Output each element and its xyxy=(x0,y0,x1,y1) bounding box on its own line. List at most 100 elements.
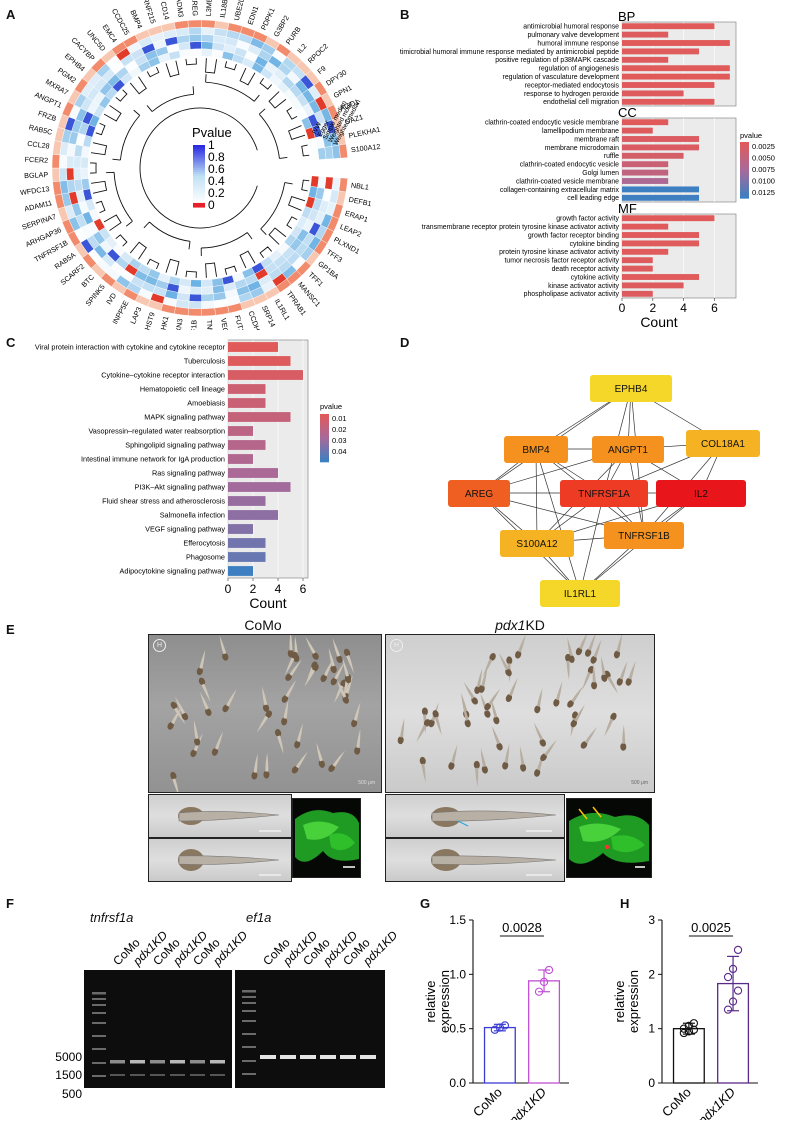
go-term-label: clathrin-coated endocytic vesicle membra… xyxy=(485,120,619,127)
heatmap-cell xyxy=(188,293,202,302)
gene-label: CHST9 xyxy=(141,311,157,330)
como-fluorescence-image xyxy=(292,798,361,878)
larva xyxy=(620,724,627,751)
heatmap-cell xyxy=(201,19,216,29)
gel-gene-label-2: ef1a xyxy=(246,910,272,925)
legend-tick: 0.4 xyxy=(208,174,225,188)
legend-color-step xyxy=(320,454,329,457)
legend-color-step xyxy=(740,180,749,183)
node-label: COL18A1 xyxy=(701,439,745,450)
larva xyxy=(170,701,186,725)
gene-label: BTC xyxy=(79,273,96,290)
go-bar xyxy=(622,90,684,97)
y-tick-label: 0.0 xyxy=(449,1076,466,1090)
legend-color-step xyxy=(193,205,205,208)
gel-gene-label-1: tnfrsf1a xyxy=(90,910,134,925)
larva xyxy=(281,699,289,726)
go-term-label: cytokine binding xyxy=(570,241,620,248)
network-node xyxy=(560,480,648,507)
legend-color-step xyxy=(740,166,749,170)
legend-color-step xyxy=(193,194,205,198)
legend-title: pvalue xyxy=(320,402,342,411)
heatmap-cell xyxy=(187,308,202,317)
x-tick-label: 2 xyxy=(250,582,257,596)
pdx1kd-fluorescence-image xyxy=(566,798,652,878)
sample-band xyxy=(130,1060,145,1064)
kegg-enrichment-chart: Viral protein interaction with cytokine … xyxy=(35,339,347,611)
marker-label: 1500 xyxy=(55,1068,82,1082)
data-point xyxy=(490,1025,500,1034)
legend-color-step xyxy=(740,162,749,165)
larva xyxy=(484,688,501,711)
go-term-label: regulation of angiogenesis xyxy=(539,66,620,73)
node-label: IL2 xyxy=(694,489,708,500)
kegg-bar xyxy=(228,524,253,534)
legend-color-step xyxy=(193,200,205,204)
gene-label: FCER2 xyxy=(24,155,48,165)
node-label: ANGPT1 xyxy=(608,445,648,456)
legend-color-step xyxy=(320,446,329,449)
go-term-label: clathrin-coated endocytic vesicle xyxy=(520,162,619,169)
panel-label-d: D xyxy=(400,335,410,350)
go-term-label: antimicrobial humoral immune response me… xyxy=(400,49,619,56)
y-axis-label: relative xyxy=(612,981,627,1023)
legend-title: pvalue xyxy=(740,131,762,140)
ladder-band xyxy=(242,996,256,998)
network-node xyxy=(590,375,672,402)
heatmap-cell xyxy=(201,279,213,288)
y-tick-label: 0 xyxy=(648,1076,655,1090)
legend-color-step xyxy=(193,145,205,148)
kegg-bar xyxy=(228,510,278,520)
larva xyxy=(491,725,503,751)
network-node xyxy=(540,580,620,607)
legend-tick: 1 xyxy=(208,138,215,152)
larva xyxy=(251,753,258,780)
kegg-bar xyxy=(228,370,303,380)
gene-label: VEGFA xyxy=(219,317,232,330)
scale-bar-label: 500 μm xyxy=(631,780,648,786)
ladder-band xyxy=(242,1010,256,1012)
go-bar xyxy=(622,82,715,88)
ladder-band xyxy=(92,1022,106,1024)
heatmap-cell xyxy=(310,175,320,188)
gene-label: L3MBTL2 xyxy=(204,0,215,16)
p-value-label: 0.0028 xyxy=(502,920,542,935)
x-tick-label: 4 xyxy=(275,582,282,596)
legend-tick: 0.0125 xyxy=(752,188,775,197)
heatmap-cell xyxy=(201,286,214,295)
larva xyxy=(432,710,442,736)
pathway-label: Intestinal immune network for IgA produc… xyxy=(81,455,225,464)
gene-label: FUT3 xyxy=(233,314,246,330)
go-term-label: transmembrane receptor protein tyrosine … xyxy=(422,224,620,231)
go-bar xyxy=(622,31,669,38)
go-term-label: growth factor receptor binding xyxy=(528,232,619,239)
stage-badge: H xyxy=(153,639,166,652)
go-term-label: phospholipase activator activity xyxy=(524,291,620,298)
go-term-label: Golgi lumen xyxy=(582,170,619,177)
larva xyxy=(193,719,201,746)
kegg-bar xyxy=(228,412,291,422)
y-axis-label: expression xyxy=(437,970,452,1033)
go-bar xyxy=(622,48,700,55)
larva xyxy=(601,656,608,682)
gene-label: ADAM11 xyxy=(23,198,53,213)
gene-label: S100A12 xyxy=(350,142,380,154)
data-point xyxy=(679,1024,689,1033)
legend-color-step xyxy=(193,192,205,196)
go-bar xyxy=(622,282,684,289)
data-point xyxy=(534,987,544,996)
larva xyxy=(305,636,319,660)
go-bar xyxy=(622,178,669,184)
go-term-label: collagen-containing extracellular matrix xyxy=(500,187,620,194)
legend-color-step xyxy=(740,173,749,177)
gene-label: CCL28 xyxy=(27,139,50,151)
go-term-label: membrane raft xyxy=(574,136,619,143)
ladder-band xyxy=(92,1004,106,1006)
panel-label-c: C xyxy=(6,335,16,350)
go-term-label: endothelial cell migration xyxy=(543,99,619,106)
pathway-label: Cytokine–cytokine receptor interaction xyxy=(101,371,225,380)
pathway-label: Efferocytosis xyxy=(183,539,225,548)
larva xyxy=(616,661,628,686)
heatmap-cell xyxy=(338,177,348,193)
